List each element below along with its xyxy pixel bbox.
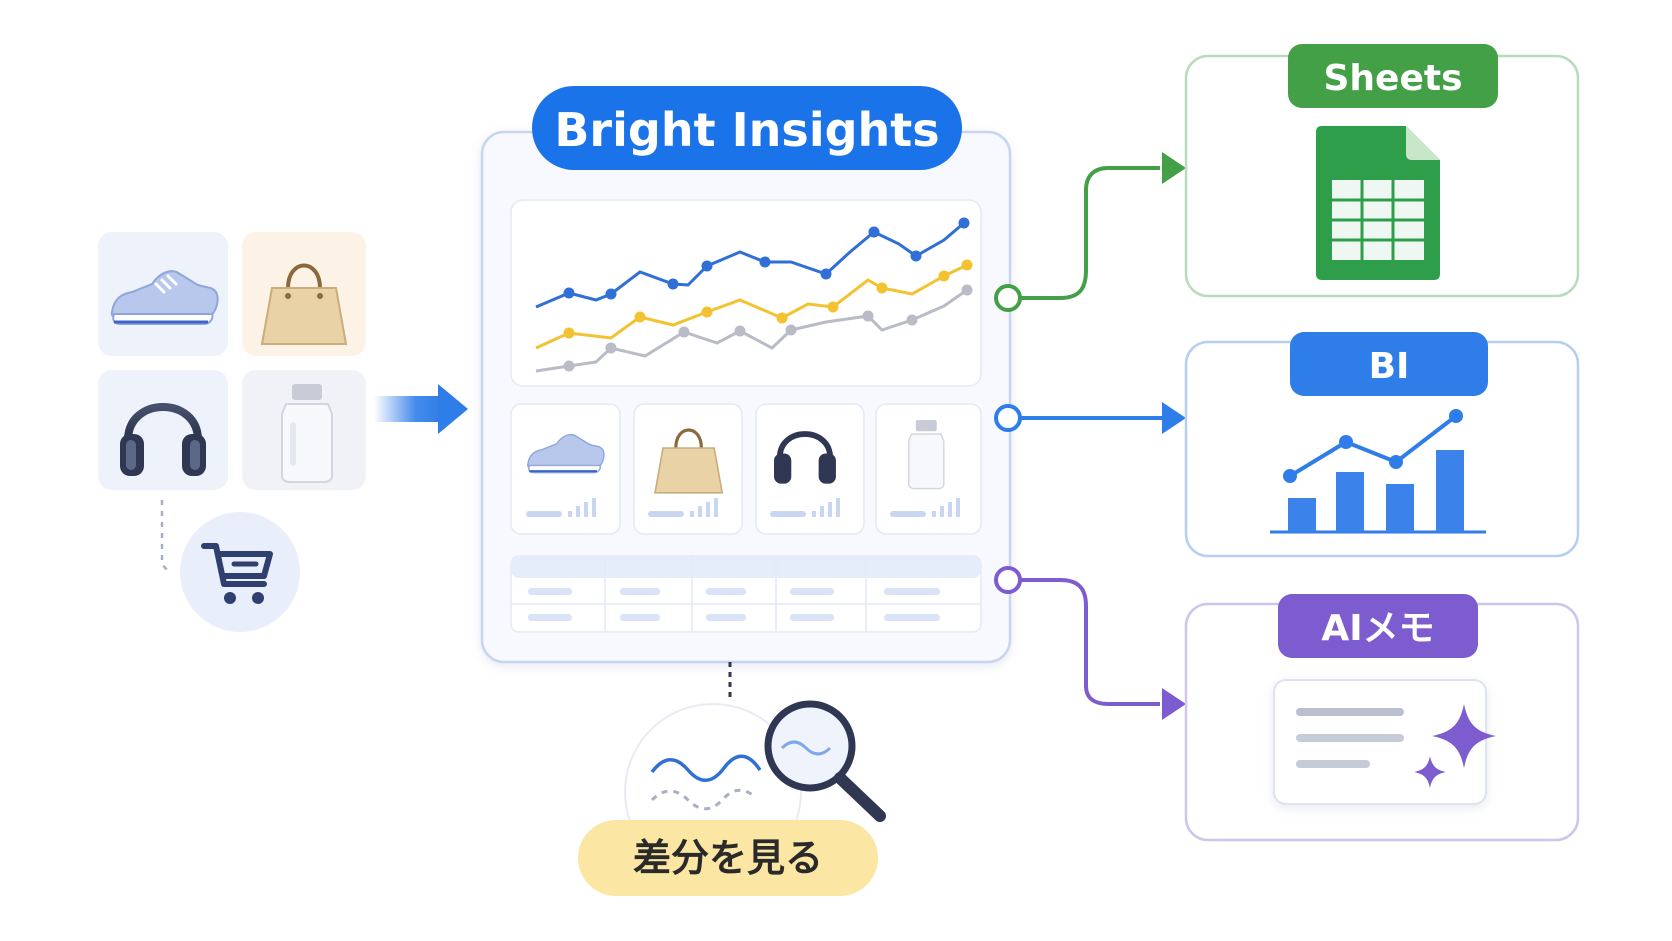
handbag-icon [260, 263, 348, 345]
port-sheets [994, 284, 1022, 312]
chart-point [678, 326, 690, 338]
chart-point [563, 327, 575, 339]
connector-sheets [1016, 166, 1160, 300]
chart-points-blue [563, 217, 970, 300]
chart-point [868, 226, 880, 238]
chart-point [961, 259, 973, 271]
ai-memo-label: AIメモ [1321, 608, 1434, 649]
bi-label-pill [1290, 332, 1488, 396]
port-ai-memo [994, 566, 1022, 594]
chart-point [827, 301, 839, 313]
chart-points-yellow [563, 259, 973, 339]
sheets-label-pill [1288, 44, 1498, 108]
dashboard-title: Bright Insights [554, 103, 939, 157]
chart-point [563, 287, 575, 299]
sparkle-icon [1414, 704, 1496, 788]
dashboard-table [510, 555, 982, 633]
diff-label: 差分を見る [633, 836, 823, 880]
chart-series-gray [535, 288, 968, 373]
bar-line-chart-icon [1270, 409, 1486, 534]
sneaker-icon [527, 434, 605, 474]
shopping-cart-icon [201, 543, 273, 604]
output-ai-memo-panel: AIメモ [1184, 594, 1580, 842]
chart-point [701, 306, 713, 318]
chart-point [634, 311, 646, 323]
dashboard-product-cards [510, 403, 982, 535]
chart-point [958, 217, 970, 229]
cart-circle [180, 512, 300, 632]
chart-point [938, 270, 950, 282]
output-sheets-panel: Sheets [1184, 44, 1580, 298]
cart-connector [160, 500, 173, 574]
chart-point [862, 310, 874, 322]
input-arrow [374, 384, 468, 434]
chart-point [906, 314, 918, 326]
mini-card-metrics [526, 498, 960, 517]
spreadsheet-icon [1316, 126, 1440, 280]
dashboard-panel: Bright Insights [480, 86, 1012, 664]
dashboard-title-pill [532, 86, 962, 170]
diff-label-pill [578, 820, 878, 896]
chart-point [776, 312, 788, 324]
sheets-label: Sheets [1323, 58, 1462, 99]
bottle-icon [908, 420, 945, 490]
product-tile-headphones [98, 370, 228, 490]
connector-ai-memo [1016, 578, 1160, 706]
dashboard-line-chart [535, 217, 973, 373]
output-connectors [994, 152, 1186, 720]
chart-point [667, 278, 679, 290]
chart-point [961, 284, 973, 296]
diff-wave-solid [650, 754, 762, 782]
diff-section: 差分を見る [578, 662, 886, 896]
port-bi [994, 404, 1022, 432]
output-bi-panel: BI [1184, 332, 1580, 558]
chart-point [910, 250, 922, 262]
chart-point [701, 260, 713, 272]
chart-point [876, 282, 888, 294]
chart-point [563, 360, 575, 372]
chart-point [759, 256, 771, 268]
handbag-icon [654, 428, 724, 494]
diff-wave-dashed [650, 788, 755, 811]
dashboard-chart-card [510, 199, 982, 387]
chart-point [785, 324, 797, 336]
chart-point [605, 342, 617, 354]
bottle-icon [281, 384, 333, 483]
magnifier-icon [764, 700, 886, 822]
bi-label: BI [1369, 346, 1410, 387]
ai-memo-label-pill [1278, 594, 1478, 658]
chart-points-gray [563, 284, 973, 372]
sneaker-icon [110, 270, 219, 325]
chart-point [734, 325, 746, 337]
product-grid [98, 232, 366, 490]
headphones-icon [774, 431, 836, 484]
chart-point [820, 268, 832, 280]
chart-point [605, 288, 617, 300]
headphones-icon [120, 403, 206, 476]
